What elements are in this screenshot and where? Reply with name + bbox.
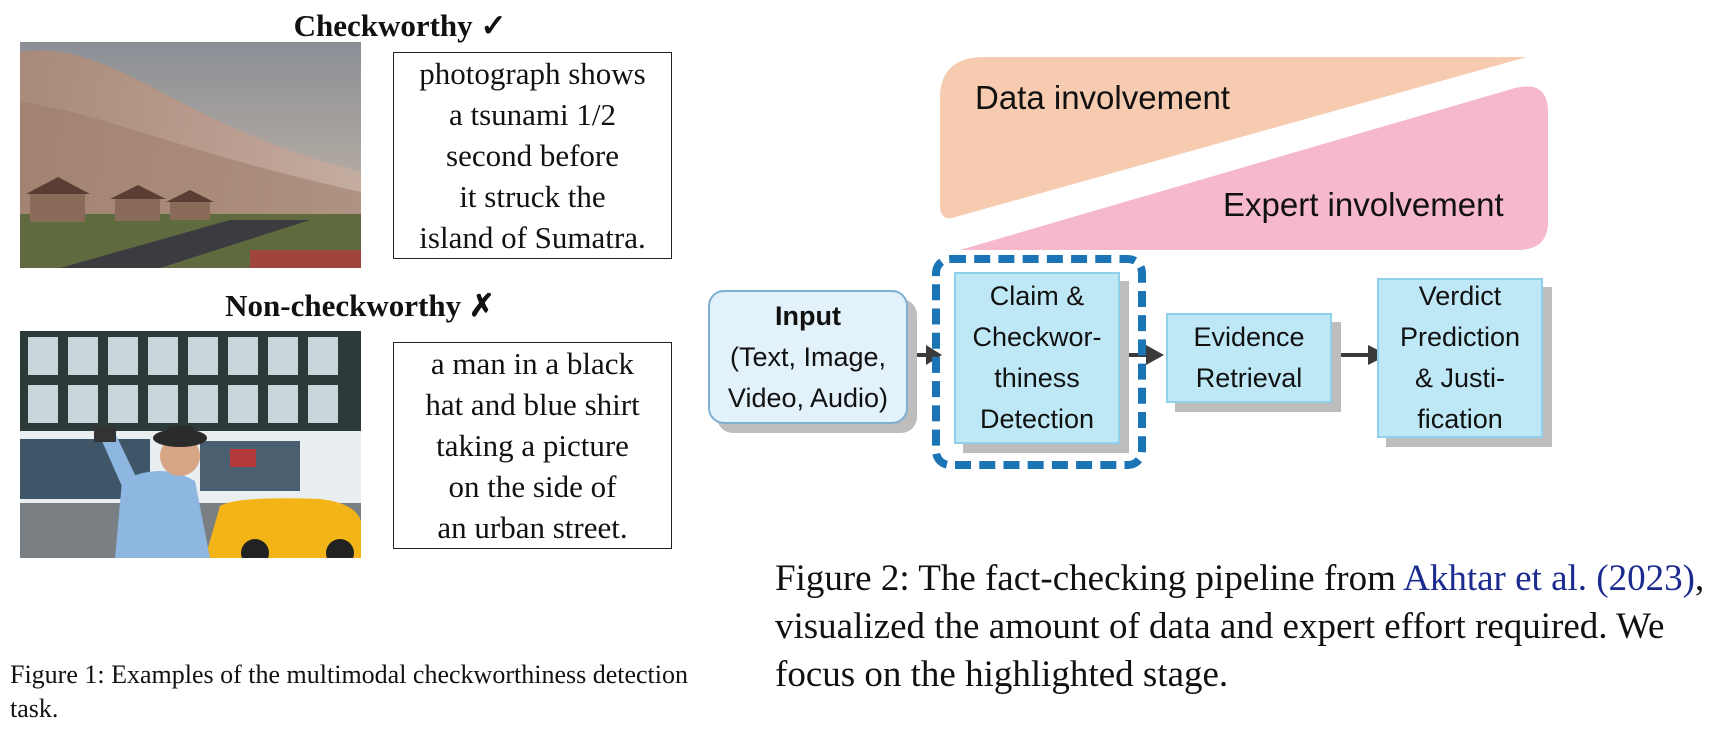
non-checkworthy-heading: Non-checkworthy ✗ [225, 288, 495, 323]
checkworthy-heading: Checkworthy ✓ [293, 8, 507, 43]
checkmark-icon: ✓ [480, 8, 507, 43]
highlighted-stage-border [932, 255, 1146, 469]
expert-involvement-wedge [960, 86, 1548, 251]
stage-claim-checkworthiness: Claim & Checkwor- thiness Detection [954, 272, 1120, 444]
figure-2: Data involvement Expert involvement Inpu… [708, 50, 1721, 520]
non-checkworthy-caption: a man in a black hat and blue shirt taki… [425, 346, 640, 545]
stage-input-title: Input [775, 300, 841, 331]
stage-verdict-prediction: Verdict Prediction & Justi- fication [1377, 278, 1543, 438]
data-involvement-label: Data involvement [975, 79, 1230, 116]
figure-2-caption: Figure 2: The fact-checking pipeline fro… [775, 558, 1705, 695]
non-checkworthy-caption-box: a man in a black hat and blue shirt taki… [393, 342, 672, 549]
expert-involvement-label: Expert involvement [1223, 186, 1504, 223]
dust-storm-photo [20, 42, 361, 268]
figure-1-caption: Figure 1: Examples of the multimodal che… [10, 660, 689, 723]
stage-input: Input (Text, Image, Video, Audio) [708, 290, 908, 424]
arrow-head-2 [1146, 345, 1164, 365]
street-photographer-photo [20, 331, 361, 558]
citation-link-authors[interactable]: Akhtar et al. [1403, 558, 1588, 599]
cross-mark-icon: ✗ [468, 288, 495, 323]
citation-link-year[interactable]: (2023) [1596, 558, 1695, 599]
stage-evidence-retrieval: Evidence Retrieval [1166, 313, 1332, 403]
checkworthy-caption-box: photograph shows a tsunami 1/2 second be… [393, 52, 672, 259]
involvement-wedges [910, 57, 1548, 365]
data-involvement-wedge [940, 57, 1527, 219]
checkworthy-caption: photograph shows a tsunami 1/2 second be… [419, 56, 646, 255]
